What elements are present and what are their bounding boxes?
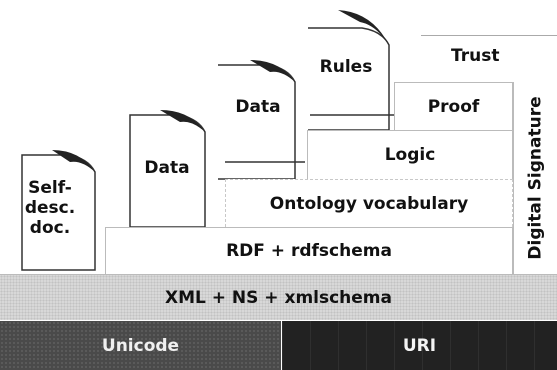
trust-label: Trust [451, 46, 500, 66]
unicode-label: Unicode [101, 335, 180, 356]
xml-layer: XML + NS + xmlschema [0, 274, 557, 320]
trust-layer: Trust [421, 35, 557, 82]
data-doc-2-shape [218, 60, 305, 180]
self-desc-line-1: Self- [28, 178, 72, 198]
data-doc-1-label: Data [144, 158, 190, 178]
logic-layer: Logic [307, 130, 513, 179]
self-desc-line-3: doc. [29, 218, 71, 238]
proof-label: Proof [427, 96, 480, 117]
digital-signature-layer: Digital Signature [513, 82, 557, 274]
xml-label: XML + NS + xmlschema [164, 287, 392, 308]
data-doc-2-label: Data [235, 97, 281, 117]
ontology-layer: Ontology vocabulary [225, 179, 513, 227]
uri-layer: URI [282, 321, 557, 370]
unicode-layer: Unicode [0, 321, 281, 370]
rdf-layer: RDF + rdfschema [105, 227, 513, 274]
uri-label: URI [402, 335, 437, 356]
rules-doc-label: Rules [319, 57, 373, 77]
digital-signature-label: Digital Signature [525, 96, 546, 260]
self-desc-line-2: desc. [24, 198, 76, 218]
rdf-label: RDF + rdfschema [226, 241, 392, 261]
proof-layer: Proof [394, 82, 513, 130]
ontology-label: Ontology vocabulary [269, 193, 469, 214]
self-desc-doc-label: Self- desc. doc. [22, 178, 78, 238]
logic-label: Logic [384, 145, 436, 165]
